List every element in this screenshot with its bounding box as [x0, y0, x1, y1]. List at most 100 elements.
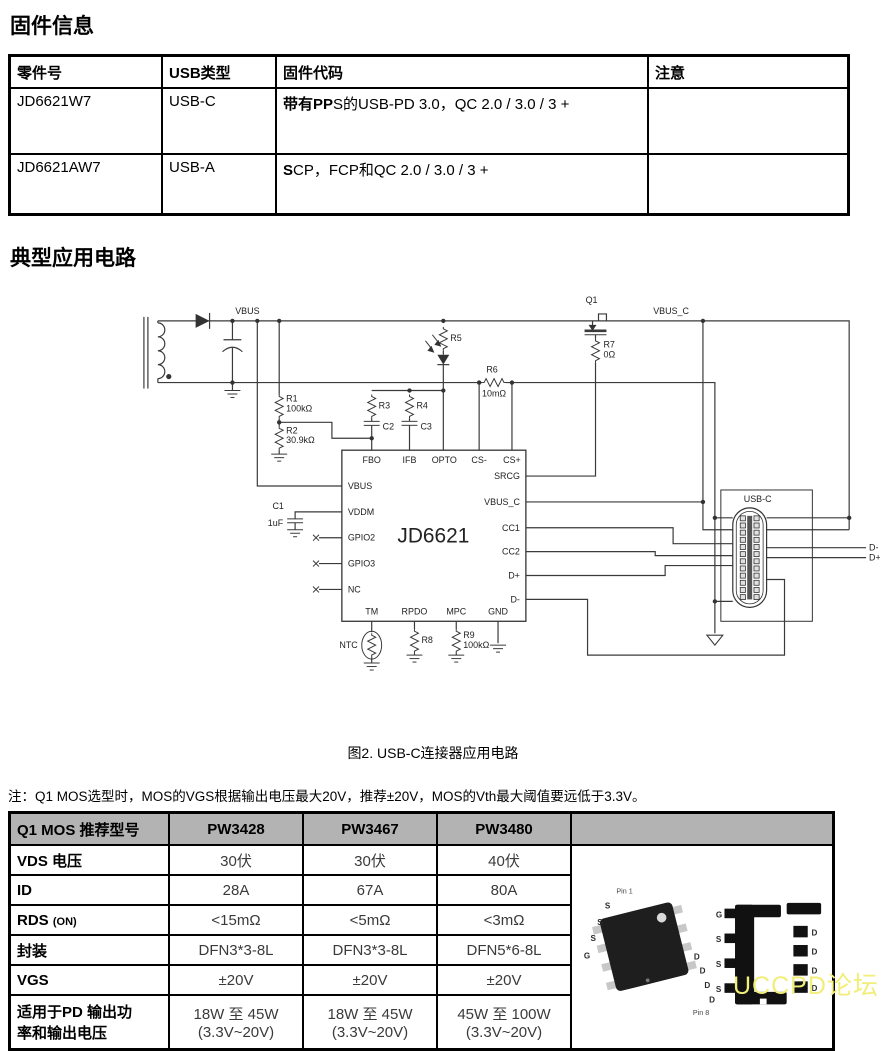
vbusc-net-label: VBUS_C [653, 306, 689, 316]
r1-value: 100kΩ [286, 403, 312, 413]
value-cell: <5mΩ [302, 904, 438, 936]
value-cell: 80A [436, 874, 572, 906]
fp-label-d: D [812, 967, 818, 976]
q1-label: Q1 [586, 295, 598, 305]
table-row: VGS ±20V ±20V ±20V [8, 964, 834, 996]
capacitor-c1: C1 1uF [268, 501, 342, 538]
pin-nc: NC [348, 584, 361, 594]
fp-label-s: S [716, 960, 722, 969]
value-cell: 18W 至 45W (3.3V~20V) [302, 994, 438, 1051]
shunt-resistor-r6: R6 10mΩ [478, 365, 513, 451]
pin-gnd: GND [488, 606, 508, 616]
usb-type-cell: USB-C [161, 87, 277, 155]
gpio-stubs [312, 534, 342, 593]
ntc-label: NTC [339, 640, 358, 650]
pin-srcg: SRCG [494, 471, 520, 481]
ground-symbol [447, 654, 465, 663]
gnd-pin-wire [489, 621, 507, 653]
r5-label: R5 [450, 333, 461, 343]
mos-recommendation-table: Q1 MOS 推荐型号 PW3428 PW3467 PW3480 VDS 电压 … [8, 811, 835, 1051]
resistor-r8: R8 [406, 621, 433, 663]
vbus-net-label: VBUS [235, 306, 259, 316]
firmware-code-rest: S的USB-PD 3.0，QC 2.0 / 3.0 / 3 + [333, 96, 570, 113]
pd-voltage-range: (3.3V~20V) [197, 1024, 275, 1041]
value-cell: DFN3*3-8L [302, 934, 438, 966]
table-row: JD6621AW7 USB-A SCP，FCP和QC 2.0 / 3.0 / 3… [8, 153, 850, 216]
table-row: JD6621W7 USB-C 带有PPS的USB-PD 3.0，QC 2.0 /… [8, 87, 850, 155]
fp-label-d: D [812, 928, 818, 937]
r4-label: R4 [416, 400, 427, 410]
value-cell: ±20V [302, 964, 438, 996]
pin-label-d: D [704, 981, 710, 990]
r9-value: 100kΩ [463, 640, 489, 650]
ground-symbol [286, 529, 304, 538]
value-cell: DFN3*3-8L [168, 934, 304, 966]
fp-label-s: S [716, 985, 722, 994]
note-cell [647, 153, 850, 216]
resistor-r1-r2: R1 100kΩ R2 30.9kΩ [270, 320, 372, 462]
pin-fbo: FBO [363, 455, 381, 465]
fp-label-d: D [812, 984, 818, 993]
value-cell: 40伏 [436, 844, 572, 876]
pd-label-line1: 适用于PD 输出功 [17, 1004, 133, 1021]
dfn-package-3d [591, 902, 697, 991]
pin1-dot [656, 912, 667, 923]
value-cell: <15mΩ [168, 904, 304, 936]
usb-type-cell: USB-A [161, 153, 277, 216]
r7-value: 0Ω [603, 350, 615, 360]
circuit-diagram: VBUS R1 100kΩ R2 30.9kΩ R5 R3 C2 [143, 295, 881, 671]
pin-label-d: D [694, 952, 700, 961]
pin-label-s: S [597, 918, 603, 927]
vbus-chip-wire [256, 320, 342, 487]
ground-symbol [489, 644, 507, 653]
rectifier-diode [195, 312, 211, 329]
table-row: VDS 电压 30伏 30伏 40伏 Pin 1 S S S G [8, 844, 835, 1051]
firmware-code-cell: SCP，FCP和QC 2.0 / 3.0 / 3 + [275, 153, 649, 216]
value-cell: 18W 至 45W (3.3V~20V) [168, 994, 304, 1051]
pd-voltage-range: (3.3V~20V) [331, 1024, 409, 1041]
ground-symbol [406, 654, 423, 663]
col-header-package-image [570, 811, 835, 846]
application-circuit-figure: VBUS R1 100kΩ R2 30.9kΩ R5 R3 C2 [128, 290, 886, 687]
pin-label-s: S [591, 934, 597, 943]
value-cell: 30伏 [168, 844, 304, 876]
section-title-firmware-info: 固件信息 [10, 15, 94, 38]
pin-rpdo: RPDO [402, 606, 428, 616]
value-cell: DFN5*6-8L [436, 934, 572, 966]
rds-label: RDS [17, 911, 49, 929]
chassis-ground-symbol [705, 634, 724, 647]
package-image-cell: Pin 1 S S S G D D D D Pin 8 [570, 844, 835, 1051]
value-cell: 30伏 [302, 844, 438, 876]
firmware-code-bold: 带有PP [283, 96, 334, 113]
col-header-pw3428: PW3428 [168, 811, 304, 846]
firmware-code-rest: CP，FCP和QC 2.0 / 3.0 / 3 + [293, 162, 489, 179]
usb-c-connector: USB-C [720, 489, 813, 622]
part-number-cell: JD6621AW7 [8, 153, 163, 216]
c1-value: 1uF [268, 518, 284, 528]
col-header-pw3480: PW3480 [436, 811, 572, 846]
mosfet-package-figure: Pin 1 S S S G D D D D Pin 8 [584, 887, 822, 1017]
usb-c-label: USB-C [744, 494, 772, 504]
pin-label-s: S [605, 902, 611, 911]
vbus-top-rail [157, 320, 850, 530]
part-number-cell: JD6621W7 [8, 87, 163, 155]
r1-label: R1 [286, 393, 297, 403]
r8-label: R8 [421, 635, 432, 645]
r6-value: 10mΩ [482, 388, 506, 398]
value-cell: ±20V [436, 964, 572, 996]
mos-selection-note: 注：Q1 MOS选型时，MOS的VGS根据输出电压最大20V，推荐±20V，MO… [8, 789, 646, 804]
col-header-mos-model: Q1 MOS 推荐型号 [8, 811, 170, 846]
value-cell: <3mΩ [436, 904, 572, 936]
r6-label: R6 [486, 365, 497, 375]
feedback-network: R3 C2 R4 C3 [363, 389, 444, 451]
winding-polarity-dot [166, 373, 172, 380]
value-cell: 28A [168, 874, 304, 906]
r9-label: R9 [463, 630, 474, 640]
bulk-capacitor [222, 320, 243, 398]
mos-table-header-row: Q1 MOS 推荐型号 PW3428 PW3467 PW3480 [8, 811, 835, 846]
ntc-thermistor: NTC [339, 621, 383, 671]
col-header-pw3467: PW3467 [302, 811, 438, 846]
table-row: ID 28A 67A 80A [8, 874, 834, 906]
value-cell: 67A [302, 874, 438, 906]
table-row: RDS (ON) <15mΩ <5mΩ <3mΩ [8, 904, 834, 936]
